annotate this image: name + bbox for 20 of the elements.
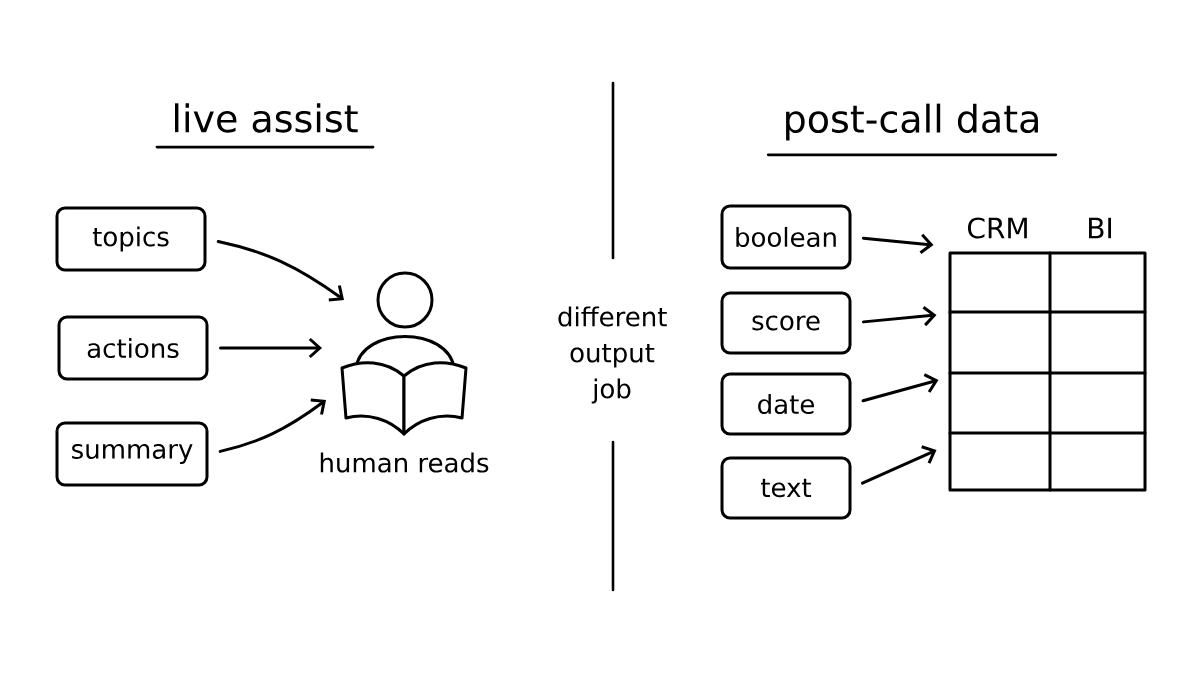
arrow [861,306,937,327]
arrow [861,373,939,403]
arrow [219,337,322,359]
section-heading: post-call data [766,103,1058,157]
arrow [861,233,934,254]
arrow [216,240,344,302]
label-box: score [720,291,852,355]
column-heading: BI [1089,217,1111,239]
label-box: summary [55,421,209,487]
label-box: actions [57,315,209,381]
note-text: different output job [558,306,667,404]
label-box: date [720,372,852,436]
node-label: human reads [320,452,489,473]
label-box: boolean [720,204,852,270]
label-box: text [720,456,852,520]
column-heading: CRM [968,217,1027,239]
label-box: topics [55,206,207,272]
arrow [218,398,326,453]
arrow [860,445,937,485]
section-heading: live assist [155,103,375,149]
